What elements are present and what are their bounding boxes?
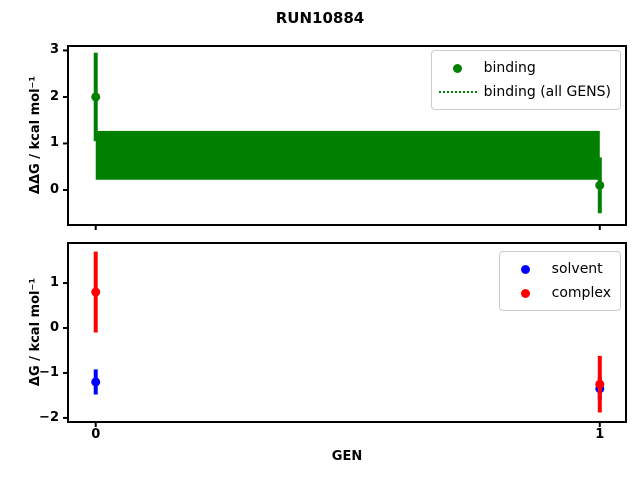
solvent-dot-icon (521, 264, 531, 274)
x-tick-label: 0 (91, 427, 101, 442)
marker-solvent (91, 377, 101, 387)
axes-frame-binding-free-energy-difference (67, 45, 627, 226)
legend-handle (506, 288, 546, 298)
legend-handle (506, 264, 546, 274)
legend-label: complex (551, 285, 611, 301)
y-tick-label: 0 (49, 320, 59, 335)
legend-item: binding (438, 56, 611, 80)
legend-item: binding (all GENS) (438, 80, 611, 104)
confidence-band (95, 130, 600, 180)
y-tick-label: 3 (49, 42, 59, 58)
legend-label: binding (all GENS) (483, 84, 611, 100)
marker-complex (595, 379, 605, 389)
legend-item: complex (506, 281, 611, 305)
x-tick-label: 1 (595, 427, 605, 442)
marker-complex (91, 287, 101, 297)
binding-dot-icon (453, 63, 463, 73)
legend-label: solvent (551, 261, 603, 277)
legend-top: binding binding (all GENS) (430, 50, 621, 110)
y-tick-label: −1 (39, 364, 59, 380)
complex-dot-icon (521, 288, 531, 298)
legend-handle (438, 91, 478, 93)
y-tick-label: 2 (49, 88, 59, 104)
legend-item: solvent (506, 257, 611, 281)
dotted-line-icon (438, 91, 477, 93)
axes-frame-free-energy (67, 242, 627, 423)
y-tick-label: 1 (49, 135, 59, 151)
x-axis-label: GEN (331, 449, 363, 464)
figure-title: RUN10884 (275, 9, 365, 27)
marker-binding (91, 92, 101, 102)
y-tick-label: 1 (49, 275, 59, 291)
y-tick-label: 0 (49, 181, 59, 197)
y-tick-label: −2 (39, 409, 59, 425)
marker-binding (595, 180, 605, 190)
legend-bottom: solvent complex (498, 251, 621, 311)
legend-handle (438, 63, 478, 73)
legend-label: binding (483, 60, 536, 76)
